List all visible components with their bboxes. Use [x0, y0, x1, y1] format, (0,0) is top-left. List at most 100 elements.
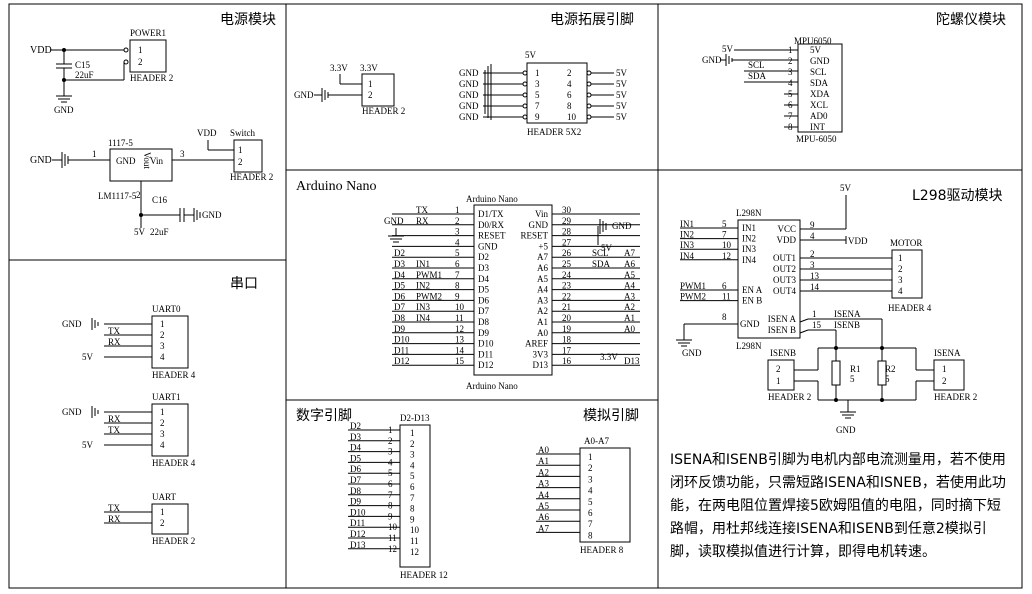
digital-pin-left: 11 [388, 533, 397, 543]
uart-pin-num: 2 [160, 518, 165, 528]
l298n-chip [737, 219, 801, 339]
svg-text:L298N: L298N [736, 341, 762, 351]
svg-text:HEADER 8: HEADER 8 [580, 545, 624, 555]
svg-text:GND: GND [30, 155, 52, 166]
l298-en-net: PWM2 [680, 292, 706, 302]
svg-text:HEADER 4: HEADER 4 [152, 458, 196, 468]
isena-header [933, 359, 965, 391]
svg-text:ISENB: ISENB [834, 320, 860, 330]
nano-left-pin-name: D0/RX [478, 220, 505, 230]
digital-pin-left: 7 [388, 490, 393, 500]
digital-net-label: D8 [350, 486, 361, 496]
svg-text:ISENA: ISENA [934, 348, 961, 358]
digital-panel-title: 数字引脚 [296, 408, 352, 424]
motor-pin-num: 2 [898, 264, 903, 274]
l298-right-pin: 9 [810, 220, 815, 230]
pe-right-pin: 2 [567, 68, 572, 78]
gyro-pin-name: INT [810, 122, 825, 132]
nano-right-pin-name: A1 [537, 317, 548, 327]
l298-in-pin: 10 [722, 240, 732, 250]
nano-left-signal: D2 [394, 248, 405, 258]
digital-pin-left: 1 [388, 425, 393, 435]
nano-left-net: IN4 [416, 313, 430, 323]
power-module: VDD C15 22uF GND POWER1 1 2 HEADER 2 GND… [30, 28, 273, 237]
l298-right-name: OUT3 [773, 275, 796, 285]
nano-left-pin-name: D12 [478, 360, 494, 370]
nano-left-pin-name: D4 [478, 274, 489, 284]
nano-right-pin-num: 23 [562, 281, 572, 291]
mpu6050-top: MPU6050 [794, 36, 832, 46]
l298-en-pin: 6 [722, 281, 727, 291]
svg-text:1: 1 [776, 376, 781, 386]
gyro-pin-name: AD0 [810, 111, 828, 121]
pe-left-net: GND [459, 101, 479, 111]
nano-left-pin-num: 11 [455, 313, 464, 323]
pe-right-pin: 8 [567, 101, 572, 111]
uart-signal-label: RX [108, 514, 121, 524]
l298-en-pin: 11 [722, 292, 731, 302]
power1-header [129, 39, 167, 73]
nano-right-pin-name: A4 [537, 285, 548, 295]
nano-left-pin-num: 5 [455, 248, 460, 258]
l298-right-name: OUT2 [773, 264, 796, 274]
nano-left-pin-num: 7 [455, 270, 460, 280]
svg-text:1: 1 [238, 145, 243, 155]
uart-pin-num: 2 [160, 330, 165, 340]
uart-5v-label: 5V [82, 440, 94, 450]
l298-en-name: EN B [742, 296, 762, 306]
nano-right-pin-name: A0 [537, 328, 548, 338]
svg-text:UART1: UART1 [152, 392, 180, 402]
uart0-header [151, 315, 189, 369]
uart-signal-label: TX [108, 503, 120, 513]
nano-right-pin-num: 26 [562, 248, 572, 258]
nano-left-pin-num: 14 [455, 345, 465, 355]
power1-label: POWER1 [130, 28, 166, 38]
nano-right-pin-name: A3 [537, 295, 548, 305]
pe-left-pin: 9 [535, 112, 540, 122]
svg-text:GND: GND [116, 156, 136, 166]
l298-in-net: IN3 [680, 240, 694, 250]
svg-text:GND: GND [384, 216, 404, 226]
svg-text:Arduino Nano: Arduino Nano [466, 194, 518, 204]
isen-explanation-note: ISENA和ISENB引脚为电机内部电流测量用，若不使用闭环反馈功能，只需短路I… [670, 452, 1006, 560]
pe-left-net: GND [459, 90, 479, 100]
svg-text:Arduino Nano: Arduino Nano [466, 381, 518, 391]
nano-right-signal: A4 [624, 281, 635, 291]
l298-right-pin: 14 [810, 282, 820, 292]
l298-right-name: VDD [777, 235, 797, 245]
motor-pin-num: 1 [898, 253, 903, 263]
digital-net-label: D12 [350, 529, 366, 539]
digital-net-label: D11 [350, 518, 365, 528]
gyro-pin-name: SCL [810, 67, 827, 77]
nano-left-net: IN1 [416, 259, 430, 269]
l298-isen-name: ISEN B [768, 325, 796, 335]
analog-net-label: A4 [538, 490, 549, 500]
c16-value: 22uF [150, 227, 169, 237]
digital-pin-right: 2 [410, 439, 415, 449]
nano-left-pin-name: GND [478, 241, 498, 251]
nano-right-pin-num: 28 [562, 227, 572, 237]
svg-text:2: 2 [238, 157, 243, 167]
svg-text:1: 1 [92, 149, 97, 159]
nano-right-pin-name: GND [529, 220, 549, 230]
isenb-header [767, 359, 795, 391]
svg-text:ISENA: ISENA [834, 309, 861, 319]
digital-net-label: D10 [350, 507, 366, 517]
l298-in-name: IN4 [742, 255, 756, 265]
switch-label: Switch [230, 128, 256, 138]
svg-text:2: 2 [776, 364, 781, 374]
uart-pin-num: 3 [160, 341, 165, 351]
analog-pin-num: 5 [588, 497, 593, 507]
regulator-bottom-label: LM1117-5 [98, 191, 137, 201]
power1-footprint: HEADER 2 [130, 73, 173, 83]
uart-pin-num: 3 [160, 429, 165, 439]
svg-text:HEADER 5X2: HEADER 5X2 [527, 127, 581, 137]
nano-left-pin-num: 10 [455, 302, 465, 312]
nano-left-signal: D7 [394, 302, 405, 312]
l298-right-name: OUT4 [773, 286, 796, 296]
svg-text:HEADER 2: HEADER 2 [362, 106, 405, 116]
l298-en-net: PWM1 [680, 281, 706, 291]
